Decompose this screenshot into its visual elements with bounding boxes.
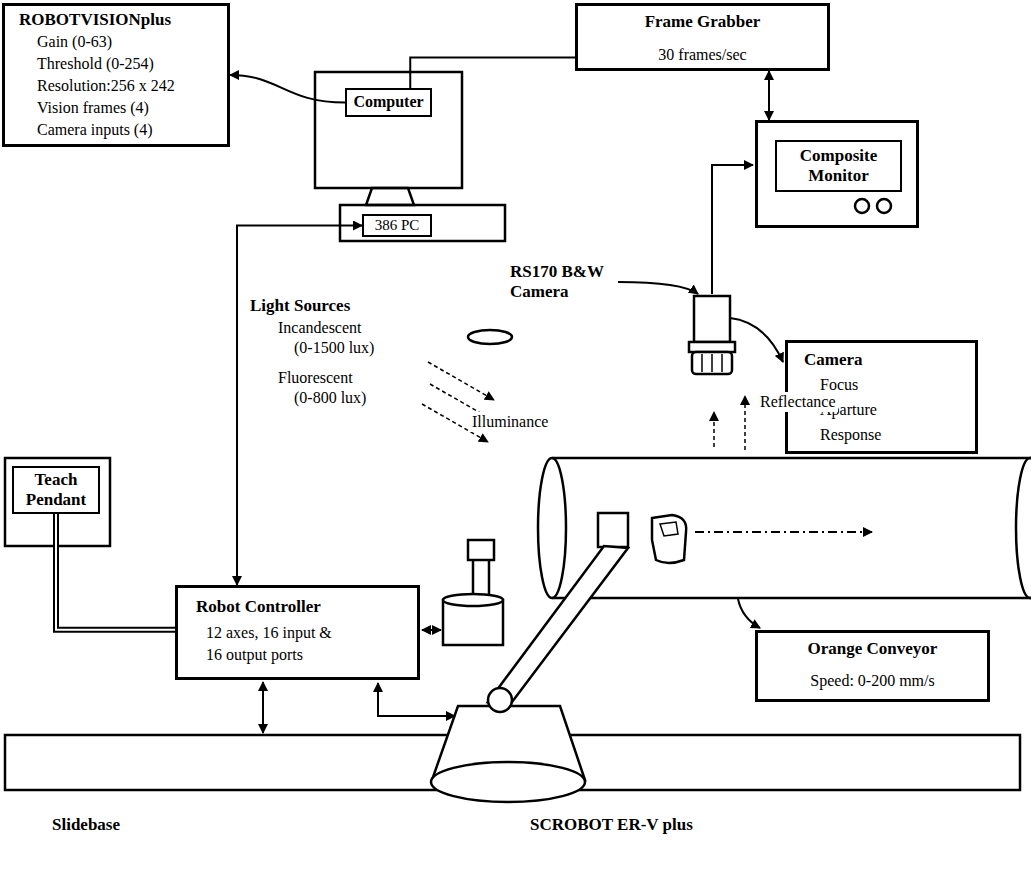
robot-wire (378, 683, 455, 716)
part-label: Incandescent (276, 318, 364, 338)
connector (230, 75, 345, 103)
pc-box: 386 PC (362, 214, 432, 237)
conveyor-end (1016, 458, 1031, 598)
connector (410, 57, 575, 88)
slidebase-wire (262, 682, 264, 733)
part-label: (0-800 lux) (292, 388, 368, 408)
conveyor-edge (552, 457, 1031, 460)
box-heading: Teach Pendant (18, 470, 94, 510)
monitor-knob (855, 199, 869, 213)
part-label: SCROBOT ER-V plus (528, 815, 695, 835)
pc-base (340, 205, 505, 241)
screen-box: Computer (345, 88, 432, 117)
monitor-stand (366, 188, 414, 205)
video-wire (712, 165, 753, 294)
part-label: Reflectance (758, 392, 838, 412)
camera-body (694, 296, 730, 342)
reflect-ray (713, 412, 715, 447)
part-label: RS170 B&W Camera (508, 262, 612, 302)
process-box: Frame Grabber 30 frames/sec (575, 3, 830, 71)
monitor-screen: Composite Monitor (775, 140, 902, 192)
leader-line (738, 599, 760, 628)
part-label: Fluorescent (276, 368, 355, 388)
conveyor-end (538, 458, 566, 598)
box-text: Resolution:256 x 242 (19, 75, 221, 97)
box-text: Threshold (0-254) (19, 53, 221, 75)
box-heading: 386 PC (370, 217, 424, 234)
box-heading: Frame Grabber (586, 11, 819, 33)
info-box: ROBOTVISIONplusGain (0-63)Threshold (0-2… (2, 3, 230, 147)
robot-joint (488, 688, 512, 712)
orange (652, 515, 686, 563)
box-text: 30 frames/sec (586, 44, 819, 66)
lens-ridge (701, 354, 703, 372)
part-label: Illuminance (470, 412, 550, 432)
light-ray (428, 362, 494, 400)
info-box: Orange ConveyorSpeed: 0-200 mm/s (755, 630, 990, 702)
tool-holder (468, 540, 494, 560)
leader-line (618, 282, 698, 294)
connector-line (410, 57, 575, 88)
monitor-box: Composite Monitor (755, 120, 919, 228)
orange-detail (660, 522, 678, 536)
tool-top (443, 594, 503, 606)
box-heading: Camera (804, 347, 967, 372)
box-text: Response (804, 422, 967, 447)
box-text: Speed: 0-200 mm/s (766, 670, 979, 692)
part-label: Light Sources (248, 296, 352, 316)
box-heading: ROBOTVISIONplus (19, 9, 221, 31)
connector-line (768, 71, 770, 120)
lens-ridge (711, 354, 713, 372)
pendant-box: Teach Pendant (12, 466, 100, 514)
box-heading: Composite Monitor (777, 146, 900, 186)
connector (56, 514, 175, 630)
camera-lens (692, 352, 732, 374)
controller-box: Robot Controller 12 axes, 16 input & 16 o… (175, 585, 420, 680)
motion-arrow (695, 531, 872, 533)
connector (769, 71, 770, 120)
robot-base-foot (431, 762, 585, 802)
connector-line (56, 514, 175, 630)
light-source (468, 330, 512, 344)
robot-arm (488, 546, 628, 702)
box-text: 12 axes, 16 input & 16 output ports (196, 622, 348, 666)
reflect-ray (744, 396, 746, 450)
part-label: (0-1500 lux) (292, 338, 376, 358)
lens-ridge (721, 354, 723, 372)
connector-line (230, 75, 345, 103)
connector-core (56, 514, 175, 630)
box-heading: Robot Controller (196, 596, 409, 618)
box-text: Camera inputs (4) (19, 119, 221, 141)
camera-wire (730, 318, 783, 362)
gripper (598, 513, 628, 547)
box-heading: Orange Conveyor (766, 638, 979, 660)
computer-monitor (315, 72, 462, 188)
conveyor-edge (552, 597, 1031, 600)
camera-ring (689, 342, 735, 352)
box-text: Vision frames (4) (19, 97, 221, 119)
part-label: Slidebase (50, 815, 122, 835)
box-heading: Computer (353, 91, 424, 113)
tool-wire (422, 629, 441, 631)
monitor-knob (877, 199, 891, 213)
box-text: Gain (0-63) (19, 31, 221, 53)
